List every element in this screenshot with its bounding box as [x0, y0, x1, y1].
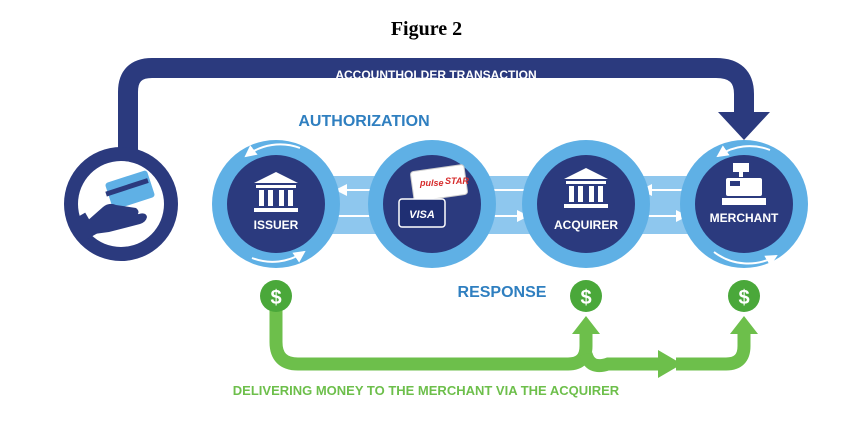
card-networks-icon: pulse STAR VISA: [398, 164, 469, 228]
money-flow-arrows: [269, 310, 758, 378]
acquirer-label: ACQUIRER: [554, 218, 618, 232]
merchant-node: MERCHANT: [680, 140, 808, 268]
delivering-money-label: DELIVERING MONEY TO THE MERCHANT VIA THE…: [233, 383, 620, 398]
accountholder-node: [64, 147, 178, 261]
issuer-label: ISSUER: [254, 218, 299, 232]
dollar-icon: $: [270, 287, 281, 309]
bank-icon: [254, 172, 298, 212]
issuer-node: ISSUER: [212, 140, 340, 268]
pulse-logo: pulse: [419, 178, 444, 188]
acquirer-node: ACQUIRER: [522, 140, 650, 268]
visa-logo: VISA: [409, 209, 435, 221]
dollar-coin-acquirer: $: [570, 280, 602, 312]
hand-card-icon: [74, 170, 155, 240]
star-logo: STAR: [445, 176, 469, 186]
dollar-coin-issuer: $: [260, 280, 292, 312]
cash-register-icon: [722, 163, 766, 205]
dollar-icon: $: [738, 287, 749, 309]
accountholder-transaction-arrow: [118, 58, 770, 150]
accountholder-transaction-label: ACCOUNTHOLDER TRANSACTION: [335, 68, 536, 82]
dollar-coin-merchant: $: [728, 280, 760, 312]
bank-icon: [564, 168, 608, 208]
authorization-label: AUTHORIZATION: [298, 113, 429, 130]
dollar-icon: $: [580, 287, 591, 309]
response-label: RESPONSE: [458, 284, 547, 301]
card-network-node: pulse STAR VISA: [368, 140, 496, 268]
merchant-label: MERCHANT: [710, 211, 779, 225]
figure-title: Figure 2: [390, 18, 463, 40]
